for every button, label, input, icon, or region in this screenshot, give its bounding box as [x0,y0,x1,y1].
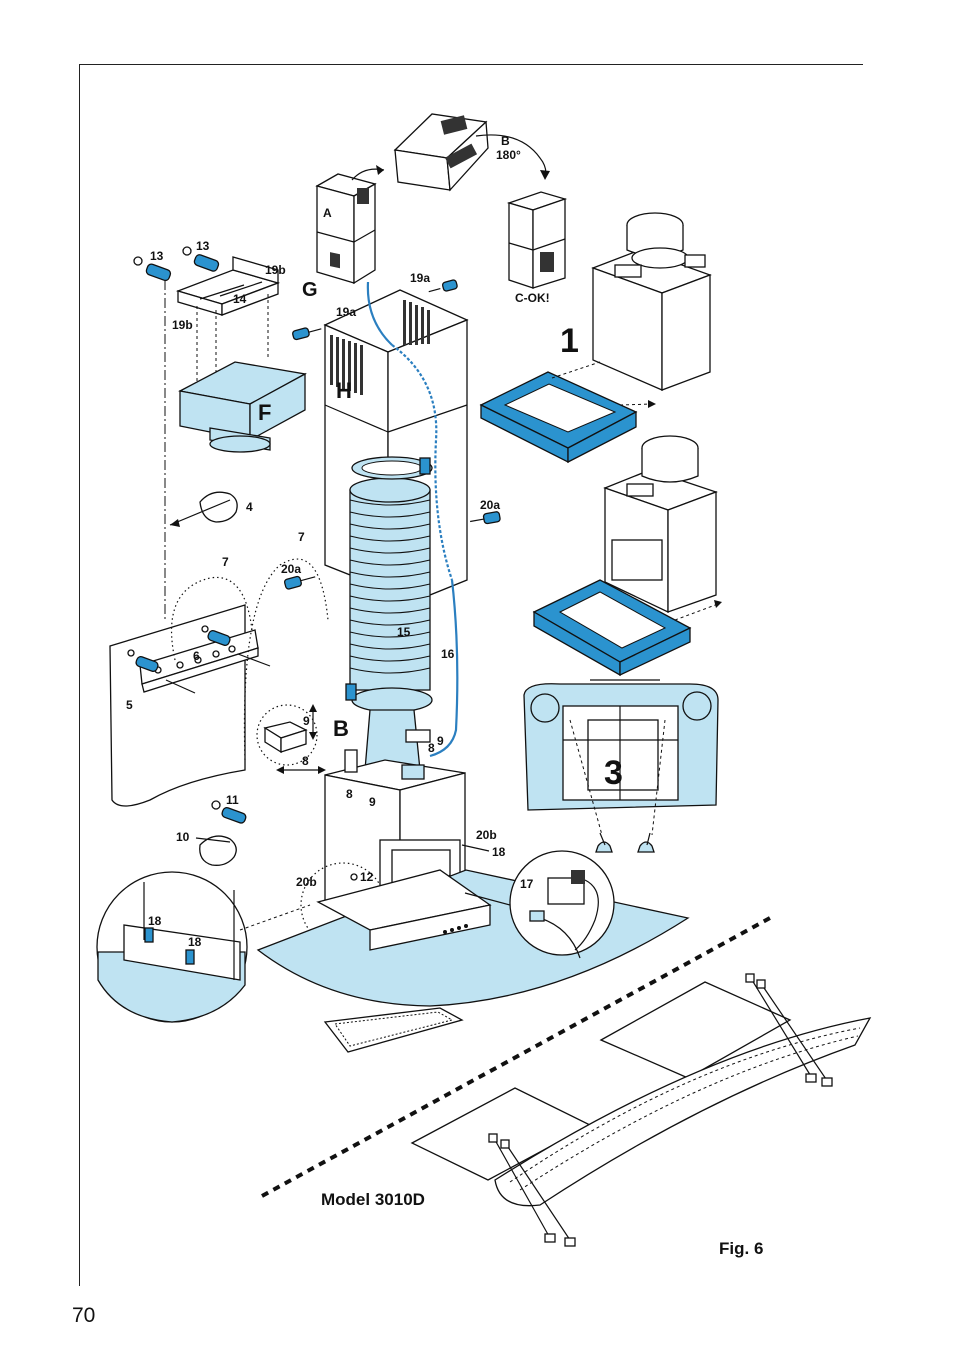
model-separator-line [261,916,771,1198]
label-20b-right: 20b [476,828,497,842]
chimney-part-c: C-OK! [506,191,568,305]
chimney-part-b: B 180° [393,113,521,192]
label-step-1: 1 [560,322,579,360]
label-9-lower: 9 [369,795,376,809]
cable-upper [366,281,393,346]
clip-detail-18: 18 18 [96,871,311,1023]
hand-marker-10: 11 10 [176,793,247,866]
flex-duct-15: 15 [345,456,433,771]
label-18-left-top: 18 [148,914,162,928]
label-8-right: 8 [428,741,435,755]
label-h: H [336,378,352,403]
label-15: 15 [397,625,411,639]
chimney-sequence: A B 180° C-OK! [315,113,568,305]
label-13-right: 13 [196,239,210,253]
dotted-path-7-right [243,558,329,761]
chimney-h: H 19a 19a [292,271,469,613]
label-7-right: 7 [298,530,305,544]
label-19a-right: 19a [410,271,430,285]
step-1-assembly: 1 [479,212,712,464]
label-4: 4 [246,500,253,514]
junction-box-detail: 9 8 [256,704,326,774]
label-f: F [258,400,271,425]
screw-20a-left: 20a [281,562,316,590]
label-9-box: 9 [303,714,310,728]
label-9-right: 9 [437,734,444,748]
label-19a-left: 19a [336,305,356,319]
hand-marker-4: 4 [169,491,253,527]
label-10: 10 [176,830,190,844]
label-5: 5 [126,698,133,712]
wall-panel-5: 6 5 [109,604,271,807]
label-20a-right: 20a [480,498,500,512]
label-b-middle: B [333,716,349,741]
label-step-3: 3 [604,754,623,792]
label-17: 17 [520,877,534,891]
bracket-g-group: 13 13 19b 14 G 19b [133,239,318,620]
page-number: 70 [72,1304,96,1327]
screw-20a-right: 20a [470,498,501,525]
label-16: 16 [441,647,455,661]
cable-hidden [391,344,454,581]
label-8-box: 8 [302,754,309,768]
label-19b-top: 19b [265,263,286,277]
label-8-lower: 8 [346,787,353,801]
chimney-part-a: A [315,173,377,285]
label-18-left-bottom: 18 [188,935,202,949]
electrical-detail-17: 17 [464,850,615,959]
step-2-assembly: 2 [532,435,722,677]
label-7-left: 7 [222,555,229,569]
model-3010d-canopy [410,973,872,1247]
label-14: 14 [233,292,247,306]
label-20b-left: 20b [296,875,317,889]
label-6: 6 [193,649,200,663]
frame-left-rule [79,64,80,1286]
adapter-box-f: F [178,361,307,453]
model-caption: Model 3010D [321,1190,425,1209]
label-19b-left: 19b [172,318,193,332]
label-18-right: 18 [492,845,506,859]
label-a: A [323,206,332,220]
label-c-ok: C-OK! [515,291,550,305]
label-g: G [302,279,318,301]
label-11: 11 [226,793,239,807]
glass-canopy [256,869,690,1007]
frame-top-rule [79,64,863,65]
label-20a-left: 20a [281,562,301,576]
label-12: 12 [360,870,374,884]
figure-caption: Fig. 6 [719,1239,763,1258]
label-180-degrees: 180° [496,148,521,162]
cable-lower [429,579,459,758]
grease-filter [323,1007,464,1053]
step-3-assembly: 3 [523,679,719,853]
label-b-top: B [501,134,510,148]
label-13-left: 13 [150,249,164,263]
